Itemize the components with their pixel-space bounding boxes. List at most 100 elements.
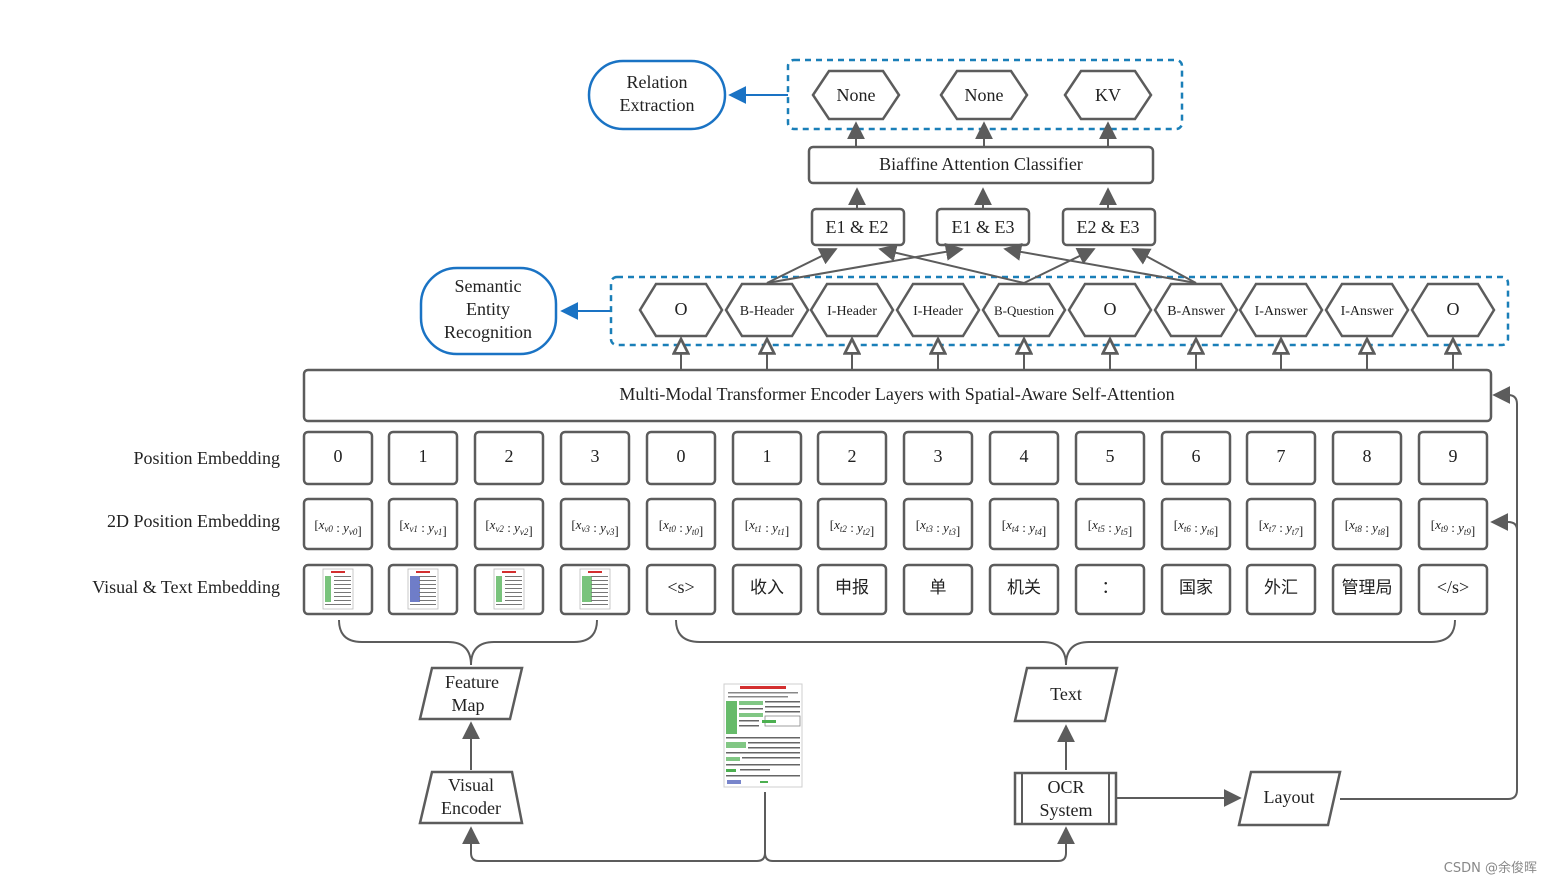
biaffine-classifier-box xyxy=(807,145,1155,185)
visual-token-thumbnail xyxy=(407,568,439,610)
2d-position-box xyxy=(1160,497,1232,551)
tag-to-pair-arrow xyxy=(878,243,1025,284)
text-token-box xyxy=(816,563,888,616)
text-node xyxy=(1013,666,1119,723)
visual-token-thumbnail xyxy=(579,568,611,610)
ser-tag-diamond xyxy=(724,282,810,338)
position-embedding-box xyxy=(1417,430,1489,486)
2d-position-box xyxy=(473,497,545,551)
visual-text-embedding-row: <s>收入申报单机关：国家外汇管理局</s> xyxy=(302,563,1489,616)
re-output-diamond xyxy=(811,69,901,121)
2d-position-box xyxy=(1331,497,1403,551)
text-token-box xyxy=(1331,563,1403,616)
2d-position-value: [xt6 : yt6] xyxy=(1174,517,1218,538)
position-embedding-box xyxy=(731,430,803,486)
tag-to-pair-arrow xyxy=(1131,248,1197,284)
2d-position-embedding-row: [xv0 : yv0][xv1 : yv1][xv2 : yv2][xv3 : … xyxy=(302,497,1489,551)
position-embedding-box xyxy=(473,430,545,486)
re-output-label: None xyxy=(837,85,876,105)
relation-extraction-label-2: Extraction xyxy=(620,95,695,115)
text-token-box xyxy=(1074,563,1146,616)
position-embedding-box xyxy=(1331,430,1403,486)
ser-tag-diamond xyxy=(1153,282,1239,338)
2d-position-box xyxy=(1417,497,1489,551)
ser-tag-diamond xyxy=(1238,282,1324,338)
2d-position-value: [xt4 : yt4] xyxy=(1002,517,1046,538)
text-brace-right xyxy=(1065,619,1456,666)
2d-position-box xyxy=(302,497,374,551)
2d-position-value: [xt8 : yt8] xyxy=(1345,517,1389,538)
2d-position-box xyxy=(1245,497,1317,551)
ser-tag-label: I-Header xyxy=(827,304,877,319)
2d-position-value: [xt9 : yt9] xyxy=(1431,517,1475,538)
doc-to-ocr-arrow xyxy=(764,826,1075,862)
position-embedding-box xyxy=(559,430,631,486)
ser-tag-diamond xyxy=(981,282,1067,338)
text-token-label: 单 xyxy=(930,578,947,598)
text-token-label: 国家 xyxy=(1179,578,1213,598)
tag-to-pair-arrow xyxy=(766,242,964,284)
ser-tag-label: B-Question xyxy=(994,303,1054,318)
visual-encoder-node xyxy=(418,770,524,825)
2d-position-box xyxy=(902,497,974,551)
text-token-label: </s> xyxy=(1437,577,1469,597)
re-output-diamond xyxy=(1063,69,1153,121)
position-embedding-value: 4 xyxy=(1020,446,1029,466)
2d-position-value: [xt5 : yt5] xyxy=(1088,517,1132,538)
ser-tag-diamond xyxy=(809,282,895,338)
ser-tag-label: I-Header xyxy=(913,304,963,319)
2d-position-value: [xt0 : yt0] xyxy=(659,517,703,538)
relation-extraction-label-1: Relation xyxy=(627,72,688,92)
2d-position-value: [xv2 : yv2] xyxy=(485,517,532,538)
ocr-label-1: OCR xyxy=(1047,777,1084,797)
re-output-label: KV xyxy=(1095,85,1121,105)
encoder-to-tag-arrows xyxy=(681,339,1453,370)
position-embedding-label: Position Embedding xyxy=(133,448,280,468)
tag-to-pair-arrow xyxy=(1023,247,1096,284)
watermark: CSDN @余俊晖 xyxy=(1444,860,1537,876)
position-embedding-box xyxy=(1160,430,1232,486)
text-token-box xyxy=(1245,563,1317,616)
tag-to-pair-arrows xyxy=(766,242,1197,284)
position-embedding-value: 8 xyxy=(1363,446,1372,466)
entity-pair-label: E1 & E3 xyxy=(952,217,1015,237)
layout-label: Layout xyxy=(1264,787,1315,807)
text-token-box xyxy=(1160,563,1232,616)
ser-tag-label: I-Answer xyxy=(1341,304,1394,319)
relation-output-group xyxy=(786,58,1184,131)
position-embedding-value: 0 xyxy=(334,446,343,466)
feature-map-label-2: Map xyxy=(452,695,485,715)
position-embedding-value: 7 xyxy=(1277,446,1286,466)
2d-position-box xyxy=(816,497,888,551)
text-token-box xyxy=(988,563,1060,616)
position-embedding-box xyxy=(1245,430,1317,486)
text-token-box xyxy=(731,563,803,616)
position-embedding-value: 3 xyxy=(934,446,943,466)
ser-label-line: Entity xyxy=(466,299,510,319)
2d-position-value: [xt3 : yt3] xyxy=(916,517,960,538)
position-embedding-box xyxy=(988,430,1060,486)
2d-position-box xyxy=(645,497,717,551)
ocr-system-node xyxy=(1013,771,1118,826)
feature-map-node xyxy=(418,666,524,721)
ser-tag-diamond xyxy=(638,282,724,338)
ser-tag-diamond xyxy=(1410,282,1496,338)
tag-to-pair-arrow xyxy=(1003,242,1197,284)
2d-position-value: [xt1 : yt1] xyxy=(745,517,789,538)
position-embedding-value: 5 xyxy=(1106,446,1115,466)
text-token-label: 收入 xyxy=(750,578,784,598)
layout-to-encoder-arrow xyxy=(1492,386,1518,530)
layout-to-2d-arrow xyxy=(1340,513,1518,800)
2d-position-value: [xt2 : yt2] xyxy=(830,517,874,538)
text-token-label: 管理局 xyxy=(1342,578,1393,598)
text-token-label: 申报 xyxy=(835,578,869,598)
text-brace-left xyxy=(675,619,1067,666)
position-embedding-value: 6 xyxy=(1192,446,1201,466)
position-embedding-box xyxy=(302,430,374,486)
position-embedding-box xyxy=(387,430,459,486)
feature-map-label-1: Feature xyxy=(445,672,499,692)
